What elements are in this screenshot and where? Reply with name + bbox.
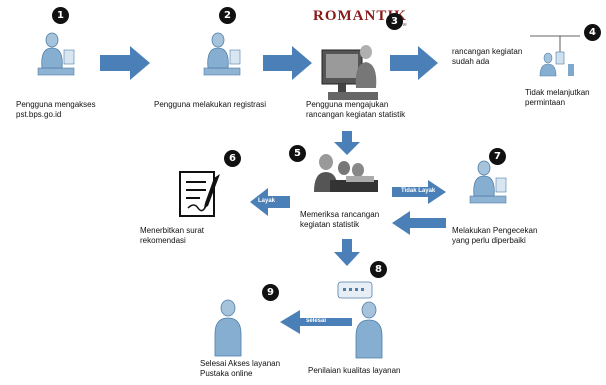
step-4-line1: Tidak melanjutkan: [525, 88, 590, 97]
arrow-3-4: [390, 46, 438, 80]
person-2-icon: [203, 32, 241, 76]
step-7-label: Melakukan Pengecekan yang perlu diperbai…: [452, 226, 537, 246]
step-9-label: Selesai Akses layanan Pustaka online: [200, 359, 280, 379]
step-6-line2: rekomendasi: [140, 236, 186, 245]
person-1-icon: [37, 32, 75, 76]
step-4-label: Tidak melanjutkan permintaan: [525, 88, 590, 108]
step-1-line2: pst.bps.go.id: [16, 110, 62, 119]
arrow-8-9: [280, 310, 352, 334]
person-8-icon: [355, 301, 383, 359]
feedback-bubble-icon: [337, 281, 373, 299]
step-6-line1: Menerbitkan surat: [140, 226, 205, 235]
arrow-label-tidak-layak: Tidak Layak: [401, 188, 436, 194]
step-4-line2: permintaan: [525, 98, 566, 107]
flow-arrows: [100, 46, 446, 334]
step-7-line1: Melakukan Pengecekan: [452, 226, 538, 235]
step-1-label: Pengguna mengakses pst.bps.go.id: [16, 100, 96, 120]
step-2-label: Pengguna melakukan registrasi: [154, 100, 266, 110]
step-1-badge: 1: [52, 7, 69, 24]
arrow-label-selesai: selesai: [306, 318, 327, 324]
step-8-line1: Penilaian kualitas layanan: [308, 366, 401, 375]
arrow-5-7: [392, 180, 446, 204]
arrow-3-5: [334, 131, 360, 155]
step-5-line1: Memeriksa rancangan: [300, 210, 380, 219]
step-3b-line1: rancangan kegiatan: [452, 47, 523, 56]
step-2-badge: 2: [219, 7, 236, 24]
step-3b-line2: sudah ada: [452, 57, 490, 66]
step-5-line2: kegiatan statistik: [300, 220, 360, 229]
arrow-2-3: [263, 46, 312, 80]
step-1-line1: Pengguna mengakses: [16, 100, 96, 109]
operator-computer-icon: [321, 45, 378, 100]
step-3-label: Pengguna mengajukan rancangan kegiatan s…: [306, 100, 405, 120]
step-7-badge: 7: [489, 148, 506, 165]
step-5-label: Memeriksa rancangan kegiatan statistik: [300, 210, 379, 230]
person-7-icon: [469, 160, 507, 204]
step-3-line1: Pengguna mengajukan: [306, 100, 389, 109]
step-8-label: Penilaian kualitas layanan: [308, 366, 401, 376]
step-2-line1: Pengguna melakukan registrasi: [154, 100, 267, 109]
step-4-badge: 4: [584, 24, 601, 41]
arrow-5-8: [334, 239, 360, 266]
logo-text: ROMANTIK: [313, 8, 407, 24]
arrow-7-5: [392, 211, 446, 235]
arrow-1-2: [100, 46, 150, 80]
meeting-group-icon: [314, 154, 378, 192]
arrow-5-6: [250, 188, 290, 216]
step-5-badge: 5: [289, 145, 306, 162]
document-sign-icon: [179, 171, 220, 217]
person-9-icon: [214, 299, 242, 357]
step-3b-label: rancangan kegiatan sudah ada: [452, 47, 522, 67]
step-3-line2: rancangan kegiatan statistik: [306, 110, 406, 119]
arrow-label-layak: Layak: [258, 198, 276, 204]
step-9-line1: Selesai Akses layanan: [200, 359, 281, 368]
step-6-label: Menerbitkan surat rekomendasi: [140, 226, 204, 246]
step-9-line2: Pustaka online: [200, 369, 253, 378]
step-6-badge: 6: [224, 150, 241, 167]
person-4-icon: [530, 35, 580, 77]
step-9-badge: 9: [262, 284, 279, 301]
step-7-line2: yang perlu diperbaiki: [452, 236, 526, 245]
step-8-badge: 8: [370, 261, 387, 278]
step-3-badge: 3: [386, 13, 403, 30]
